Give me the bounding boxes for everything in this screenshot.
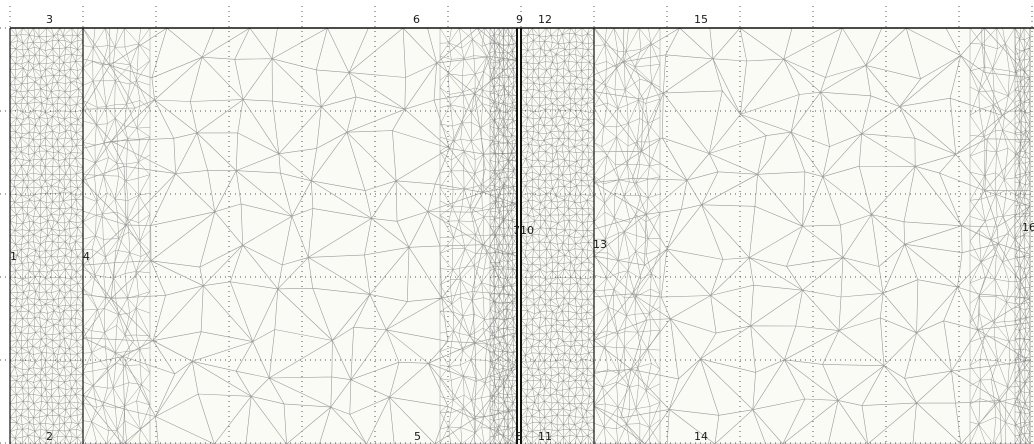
node-label-2: 2 bbox=[46, 430, 53, 443]
node-label-8: 8 bbox=[516, 430, 523, 443]
node-label-14: 14 bbox=[694, 430, 708, 443]
node-label-5: 5 bbox=[414, 430, 421, 443]
node-label-11: 11 bbox=[538, 430, 552, 443]
node-label-3: 3 bbox=[46, 13, 53, 26]
node-label-6: 6 bbox=[413, 13, 420, 26]
node-label-13: 13 bbox=[593, 238, 607, 251]
node-label-12: 12 bbox=[538, 13, 552, 26]
node-label-9: 9 bbox=[516, 13, 523, 26]
node-label-10: 10 bbox=[520, 224, 534, 237]
node-label-4: 4 bbox=[83, 250, 90, 263]
node-label-16: 16 bbox=[1022, 221, 1034, 234]
node-label-15: 15 bbox=[694, 13, 708, 26]
domain-boundaries bbox=[9, 27, 1034, 444]
node-label-7: 7 bbox=[513, 224, 520, 237]
node-label-1: 1 bbox=[10, 250, 17, 263]
